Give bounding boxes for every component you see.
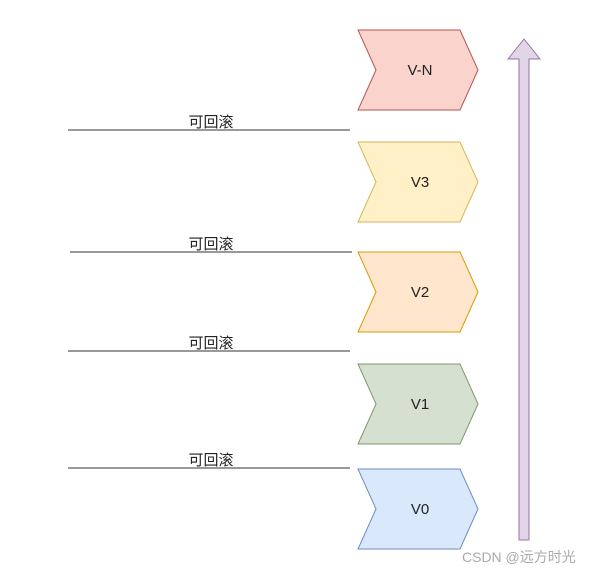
version-chevron xyxy=(357,363,479,445)
version-chevron xyxy=(357,141,479,223)
rollback-label: 可回滚 xyxy=(188,114,233,131)
watermark: CSDN @远方时光 xyxy=(462,549,576,565)
version-chevron xyxy=(357,468,479,550)
rollback-label: 可回滚 xyxy=(188,452,233,469)
rollback-label: 可回滚 xyxy=(188,335,233,352)
version-label: V3 xyxy=(411,174,429,191)
version-label: V-N xyxy=(407,62,432,79)
version-chevron xyxy=(357,29,479,111)
version-label: V1 xyxy=(411,396,429,413)
version-chevron xyxy=(357,251,479,333)
rollback-label: 可回滚 xyxy=(188,236,233,253)
version-label: V2 xyxy=(411,284,429,301)
version-label: V0 xyxy=(411,501,429,518)
upward-arrow xyxy=(506,38,542,541)
